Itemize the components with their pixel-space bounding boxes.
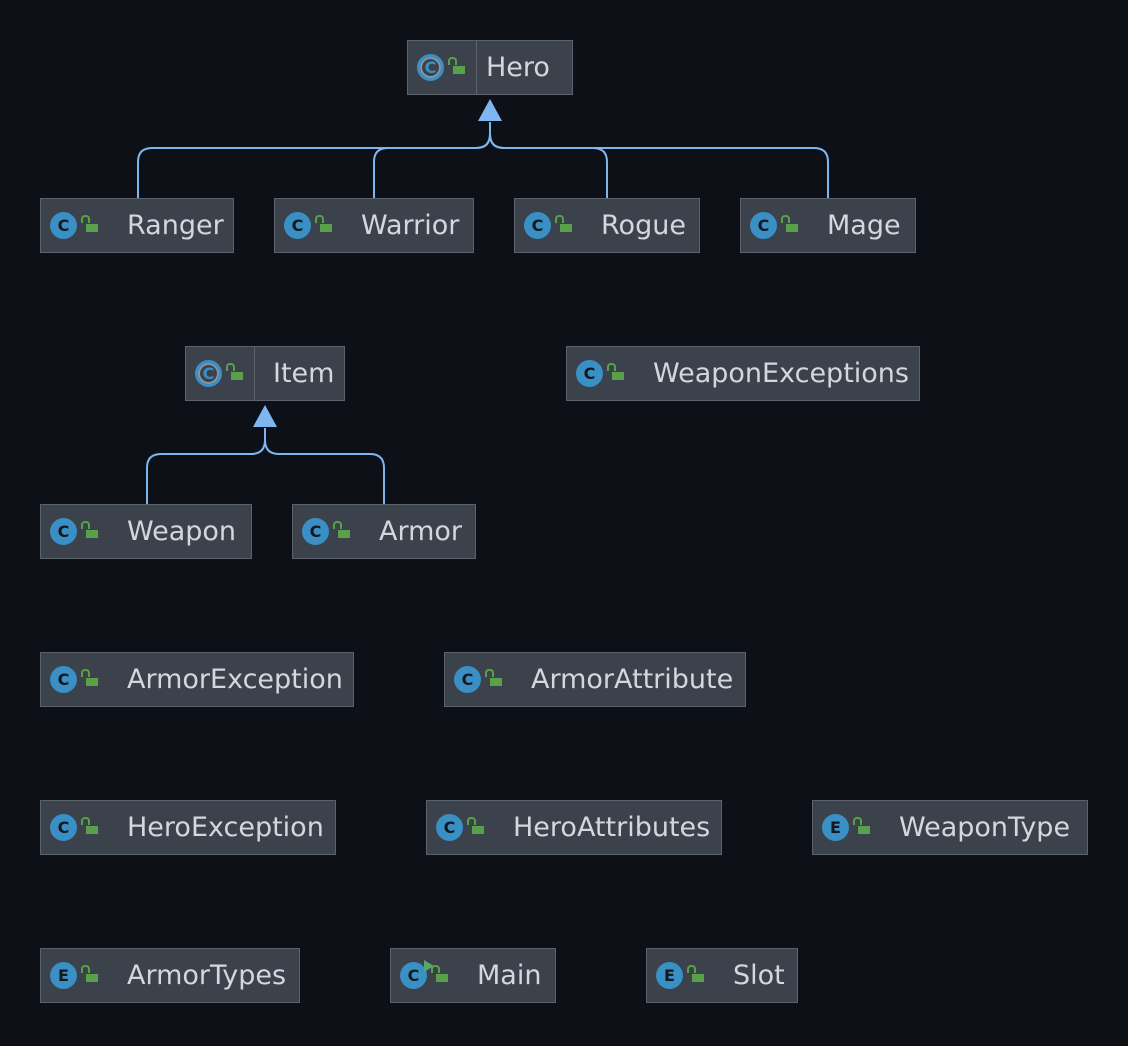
- edge-weapon-item: [146, 428, 266, 504]
- node-label: Slot: [733, 960, 785, 991]
- runnable-class-icon: C: [400, 960, 434, 989]
- edge-warrior-hero: [373, 133, 491, 198]
- enum-icon: E: [656, 962, 683, 989]
- public-access-icon: [687, 964, 705, 982]
- node-armorexception[interactable]: C ArmorException: [40, 652, 354, 707]
- node-label: WeaponType: [899, 812, 1071, 843]
- node-label: Item: [273, 358, 335, 389]
- node-slot[interactable]: E Slot: [646, 948, 798, 1003]
- node-armorattribute[interactable]: C ArmorAttribute: [444, 652, 746, 707]
- public-access-icon: [781, 214, 799, 232]
- node-mage[interactable]: C Mage: [740, 198, 916, 253]
- node-label: ArmorException: [127, 664, 343, 695]
- public-access-icon: [81, 816, 99, 834]
- class-icon: C: [436, 814, 463, 841]
- inheritance-arrowhead-hero: [478, 99, 502, 121]
- class-icon: C: [576, 360, 603, 387]
- public-access-icon: [448, 56, 466, 74]
- public-access-icon: [81, 668, 99, 686]
- edge-armor-item: [264, 439, 385, 504]
- public-access-icon: [555, 214, 573, 232]
- inheritance-arrowhead-item: [253, 405, 277, 427]
- public-access-icon: [81, 214, 99, 232]
- class-icon: C: [524, 212, 551, 239]
- node-label: ArmorTypes: [127, 960, 287, 991]
- enum-icon: E: [50, 962, 77, 989]
- class-icon: C: [50, 666, 77, 693]
- class-icon: C: [284, 212, 311, 239]
- node-item[interactable]: C Item: [185, 346, 345, 401]
- node-label: Warrior: [361, 210, 460, 241]
- class-icon: C: [50, 212, 77, 239]
- node-ranger[interactable]: C Ranger: [40, 198, 234, 253]
- public-access-icon: [853, 816, 871, 834]
- public-access-icon: [81, 964, 99, 982]
- enum-icon: E: [822, 814, 849, 841]
- public-access-icon: [81, 520, 99, 538]
- class-icon: C: [50, 518, 77, 545]
- public-access-icon: [315, 214, 333, 232]
- node-warrior[interactable]: C Warrior: [274, 198, 474, 253]
- node-label: WeaponExceptions: [653, 358, 909, 389]
- abstract-class-icon: C: [417, 54, 444, 81]
- public-access-icon: [607, 362, 625, 380]
- class-icon: C: [302, 518, 329, 545]
- node-label: Ranger: [127, 210, 224, 241]
- node-label: HeroException: [127, 812, 324, 843]
- edge-rogue-hero: [489, 133, 608, 198]
- class-icon: C: [454, 666, 481, 693]
- node-label: Weapon: [127, 516, 237, 547]
- node-label: Mage: [827, 210, 901, 241]
- abstract-class-icon: C: [195, 360, 222, 387]
- public-access-icon: [431, 964, 449, 982]
- public-access-icon: [467, 816, 485, 834]
- node-hero[interactable]: C Hero: [407, 40, 573, 95]
- node-heroexception[interactable]: C HeroException: [40, 800, 336, 855]
- class-icon: C: [750, 212, 777, 239]
- node-label: ArmorAttribute: [531, 664, 734, 695]
- node-weapontype[interactable]: E WeaponType: [812, 800, 1088, 855]
- node-main[interactable]: C Main: [390, 948, 556, 1003]
- public-access-icon: [333, 520, 351, 538]
- node-armor[interactable]: C Armor: [292, 504, 476, 559]
- node-armortypes[interactable]: E ArmorTypes: [40, 948, 300, 1003]
- node-rogue[interactable]: C Rogue: [514, 198, 700, 253]
- public-access-icon: [485, 668, 503, 686]
- edge-mage-hero: [489, 133, 829, 198]
- node-weaponexceptions[interactable]: C WeaponExceptions: [566, 346, 920, 401]
- node-label: HeroAttributes: [513, 812, 711, 843]
- node-label: Hero: [486, 52, 550, 83]
- edge-ranger-hero: [137, 122, 491, 198]
- public-access-icon: [226, 362, 244, 380]
- class-icon: C: [50, 814, 77, 841]
- node-label: Rogue: [601, 210, 686, 241]
- node-weapon[interactable]: C Weapon: [40, 504, 252, 559]
- node-heroattributes[interactable]: C HeroAttributes: [426, 800, 722, 855]
- node-label: Main: [477, 960, 542, 991]
- node-label: Armor: [379, 516, 463, 547]
